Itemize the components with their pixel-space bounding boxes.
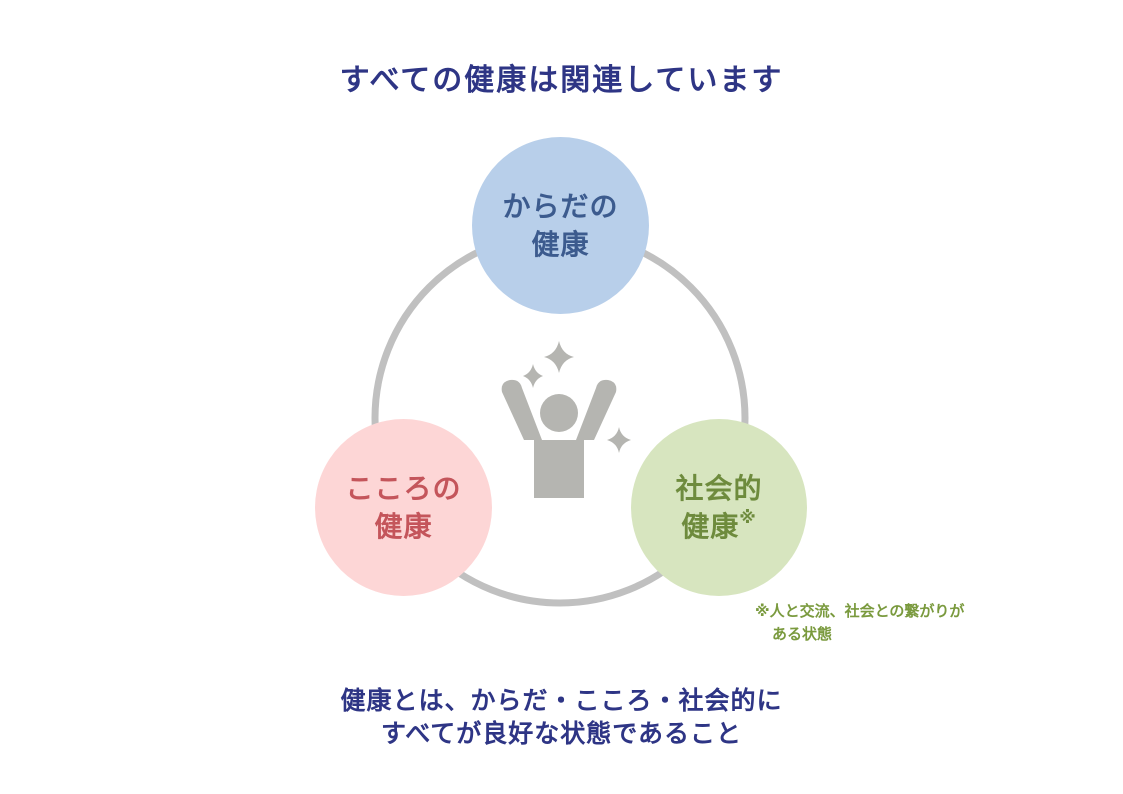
mental-health-label-line2: 健康 — [374, 509, 433, 543]
person-raising-arms-icon — [501, 379, 617, 498]
health-definition-line2: すべてが良好な状態であること — [380, 719, 742, 748]
footnote-line1: ※人と交流、社会との繋がりが — [755, 602, 965, 620]
sparkle-icon — [523, 341, 631, 453]
footnote-line2: ある状態 — [772, 625, 833, 643]
social-health-footnote: ※人と交流、社会との繋がりが ある状態 — [755, 600, 1015, 646]
footnote-mark: ※ — [739, 507, 757, 528]
mental-health-label-line1: こころの — [345, 471, 462, 505]
social-health-word: 健康 — [681, 509, 740, 543]
physical-health-label-line2: 健康 — [531, 227, 590, 261]
health-definition: 健康とは、からだ・こころ・社会的に すべてが良好な状態であること — [0, 684, 1123, 750]
mental-health-circle: こころの 健康 — [315, 419, 492, 596]
social-health-label-line2: 健康※ — [681, 508, 757, 546]
social-health-label-line1: 社会的 — [675, 471, 763, 505]
social-health-circle: 社会的 健康※ — [631, 419, 807, 596]
physical-health-label-line1: からだの — [502, 189, 619, 223]
health-definition-line1: 健康とは、からだ・こころ・社会的に — [340, 686, 783, 715]
page-title: すべての健康は関連しています — [339, 63, 784, 98]
physical-health-circle: からだの 健康 — [472, 137, 649, 314]
